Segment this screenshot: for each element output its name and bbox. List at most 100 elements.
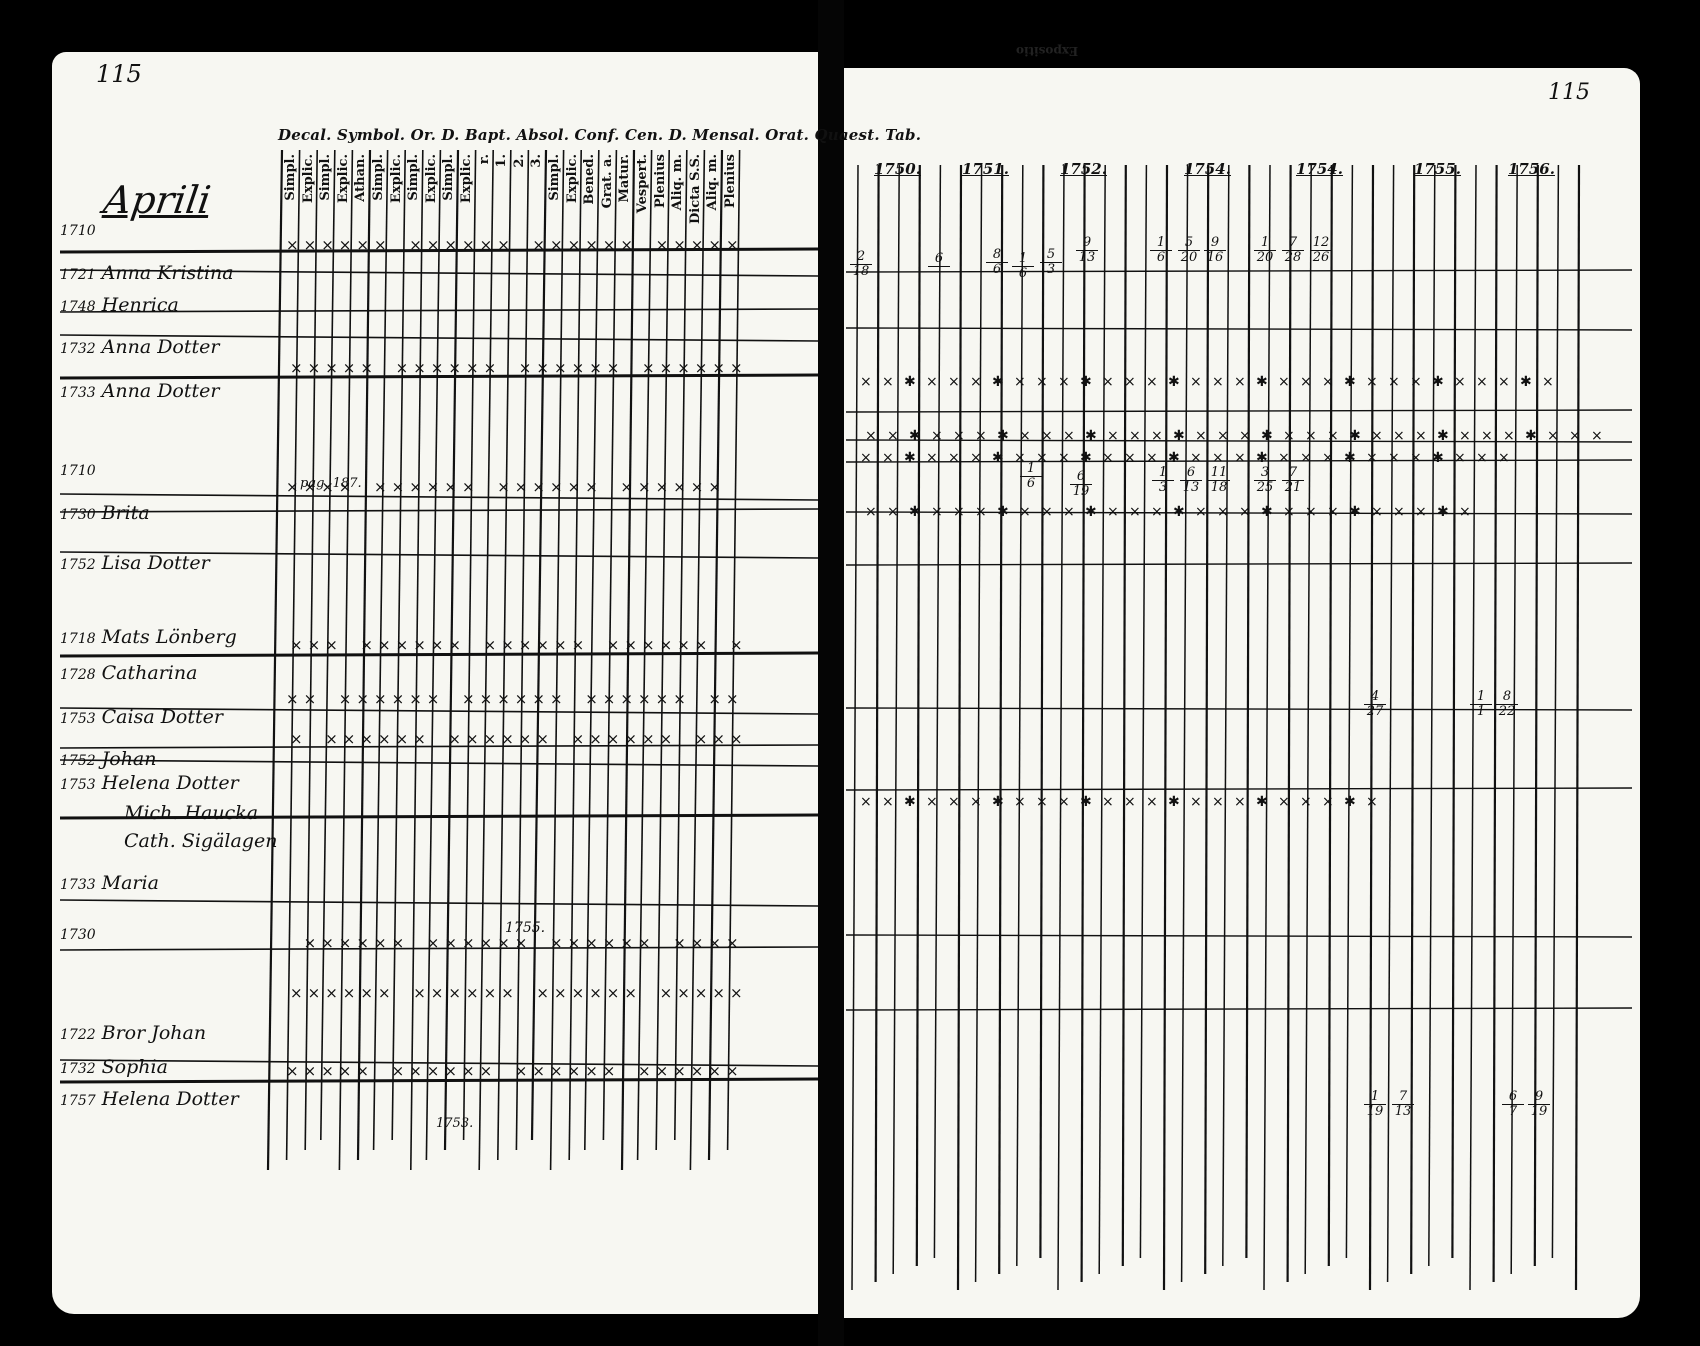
check-mark: ✱	[1349, 428, 1361, 444]
column-rule	[620, 149, 636, 1171]
entry-year: 1710	[60, 223, 96, 239]
column-rule	[998, 164, 1004, 1275]
column-rule	[443, 149, 460, 1151]
check-mark: ×	[484, 730, 497, 748]
check-mark: ×	[708, 236, 721, 254]
check-mark: ×	[325, 984, 338, 1002]
check-mark: ×	[620, 690, 633, 708]
check-mark: ×	[413, 984, 426, 1002]
check-mark: ×	[413, 636, 426, 654]
column-rule	[1510, 164, 1518, 1275]
check-mark: ×	[673, 1062, 686, 1080]
check-mark: ×	[360, 730, 373, 748]
check-mark: ×	[708, 690, 721, 708]
check-mark: ×	[427, 690, 440, 708]
check-mark: ×	[1124, 374, 1136, 390]
entry-row: 1710	[60, 458, 102, 480]
check-mark: ×	[374, 478, 387, 496]
check-mark: ×	[497, 478, 510, 496]
fraction-numerator: 11	[1208, 466, 1230, 481]
check-mark: ×	[1129, 504, 1141, 520]
check-mark: ×	[642, 636, 655, 654]
check-mark: ×	[448, 636, 461, 654]
year-header: 1750.	[874, 160, 921, 178]
check-mark: ×	[865, 504, 877, 520]
column-label: Simpl.	[371, 154, 386, 201]
check-mark: ×	[1102, 374, 1114, 390]
entry-name: Catharina	[101, 662, 198, 684]
column-rule	[1204, 164, 1210, 1275]
column-rule	[707, 149, 724, 1161]
fraction-numerator: 8	[1496, 690, 1518, 705]
check-mark: ×	[1124, 450, 1136, 466]
check-mark: ✱	[1080, 374, 1092, 390]
check-mark: ×	[695, 636, 708, 654]
check-mark: ×	[572, 359, 585, 377]
check-mark: ×	[515, 934, 528, 952]
check-mark: ×	[343, 730, 356, 748]
year-header: 1754.	[1296, 160, 1343, 178]
check-mark: ✱	[904, 374, 916, 390]
row-rule	[845, 562, 1633, 566]
entry-name: Sophia	[101, 1056, 168, 1078]
check-mark: ×	[466, 359, 479, 377]
check-mark: ×	[975, 428, 987, 444]
fraction-numerator: 9	[1204, 236, 1226, 251]
check-mark: ×	[603, 934, 616, 952]
check-mark: ×	[536, 730, 549, 748]
check-mark: ×	[926, 450, 938, 466]
row-rule	[59, 744, 819, 749]
row-rule	[845, 707, 1633, 711]
column-label: Explic.	[300, 154, 316, 204]
column-rule	[515, 149, 530, 1151]
row-rule	[59, 759, 819, 767]
column-label: Vespert.	[635, 154, 650, 214]
check-mark: ×	[290, 730, 303, 748]
check-mark: ×	[638, 478, 651, 496]
check-mark: ×	[1058, 794, 1070, 810]
check-mark: ✱	[1168, 450, 1180, 466]
check-mark: ×	[953, 428, 965, 444]
check-mark: ×	[572, 984, 585, 1002]
fraction-numerator: 9	[1076, 236, 1098, 251]
check-mark: ×	[515, 478, 528, 496]
column-rule	[1469, 164, 1477, 1291]
check-mark: ×	[1058, 450, 1070, 466]
fraction-denominator: 28	[1284, 250, 1302, 265]
check-mark: ×	[568, 1062, 581, 1080]
check-mark: ✱	[1173, 504, 1185, 520]
check-mark: ×	[1036, 794, 1048, 810]
check-mark: ×	[607, 359, 620, 377]
column-rule	[1368, 164, 1375, 1291]
check-mark: ×	[1217, 428, 1229, 444]
check-mark: ×	[1305, 428, 1317, 444]
check-mark: ×	[1366, 794, 1378, 810]
check-mark: ×	[953, 504, 965, 520]
fraction-numerator: 5	[1178, 236, 1200, 251]
row-rule	[59, 334, 819, 342]
check-mark: ×	[532, 1062, 545, 1080]
column-rule	[674, 149, 688, 1141]
fraction-numerator: 6	[928, 252, 950, 267]
fraction-denominator: 18	[1210, 480, 1228, 495]
column-rule	[726, 149, 741, 1151]
entry-name: Helena Dotter	[101, 772, 239, 794]
check-mark: ×	[708, 1062, 721, 1080]
check-mark: ✱	[1173, 428, 1185, 444]
column-group-header: Decal. Symbol. Or. D. Bapt. Absol. Conf.…	[278, 126, 922, 144]
entry-name: Helena Dotter	[101, 1088, 239, 1110]
entry-year: 1753	[60, 711, 96, 727]
entry-year: 1730	[60, 927, 96, 943]
check-mark: ×	[339, 478, 352, 496]
check-mark: ×	[444, 1062, 457, 1080]
